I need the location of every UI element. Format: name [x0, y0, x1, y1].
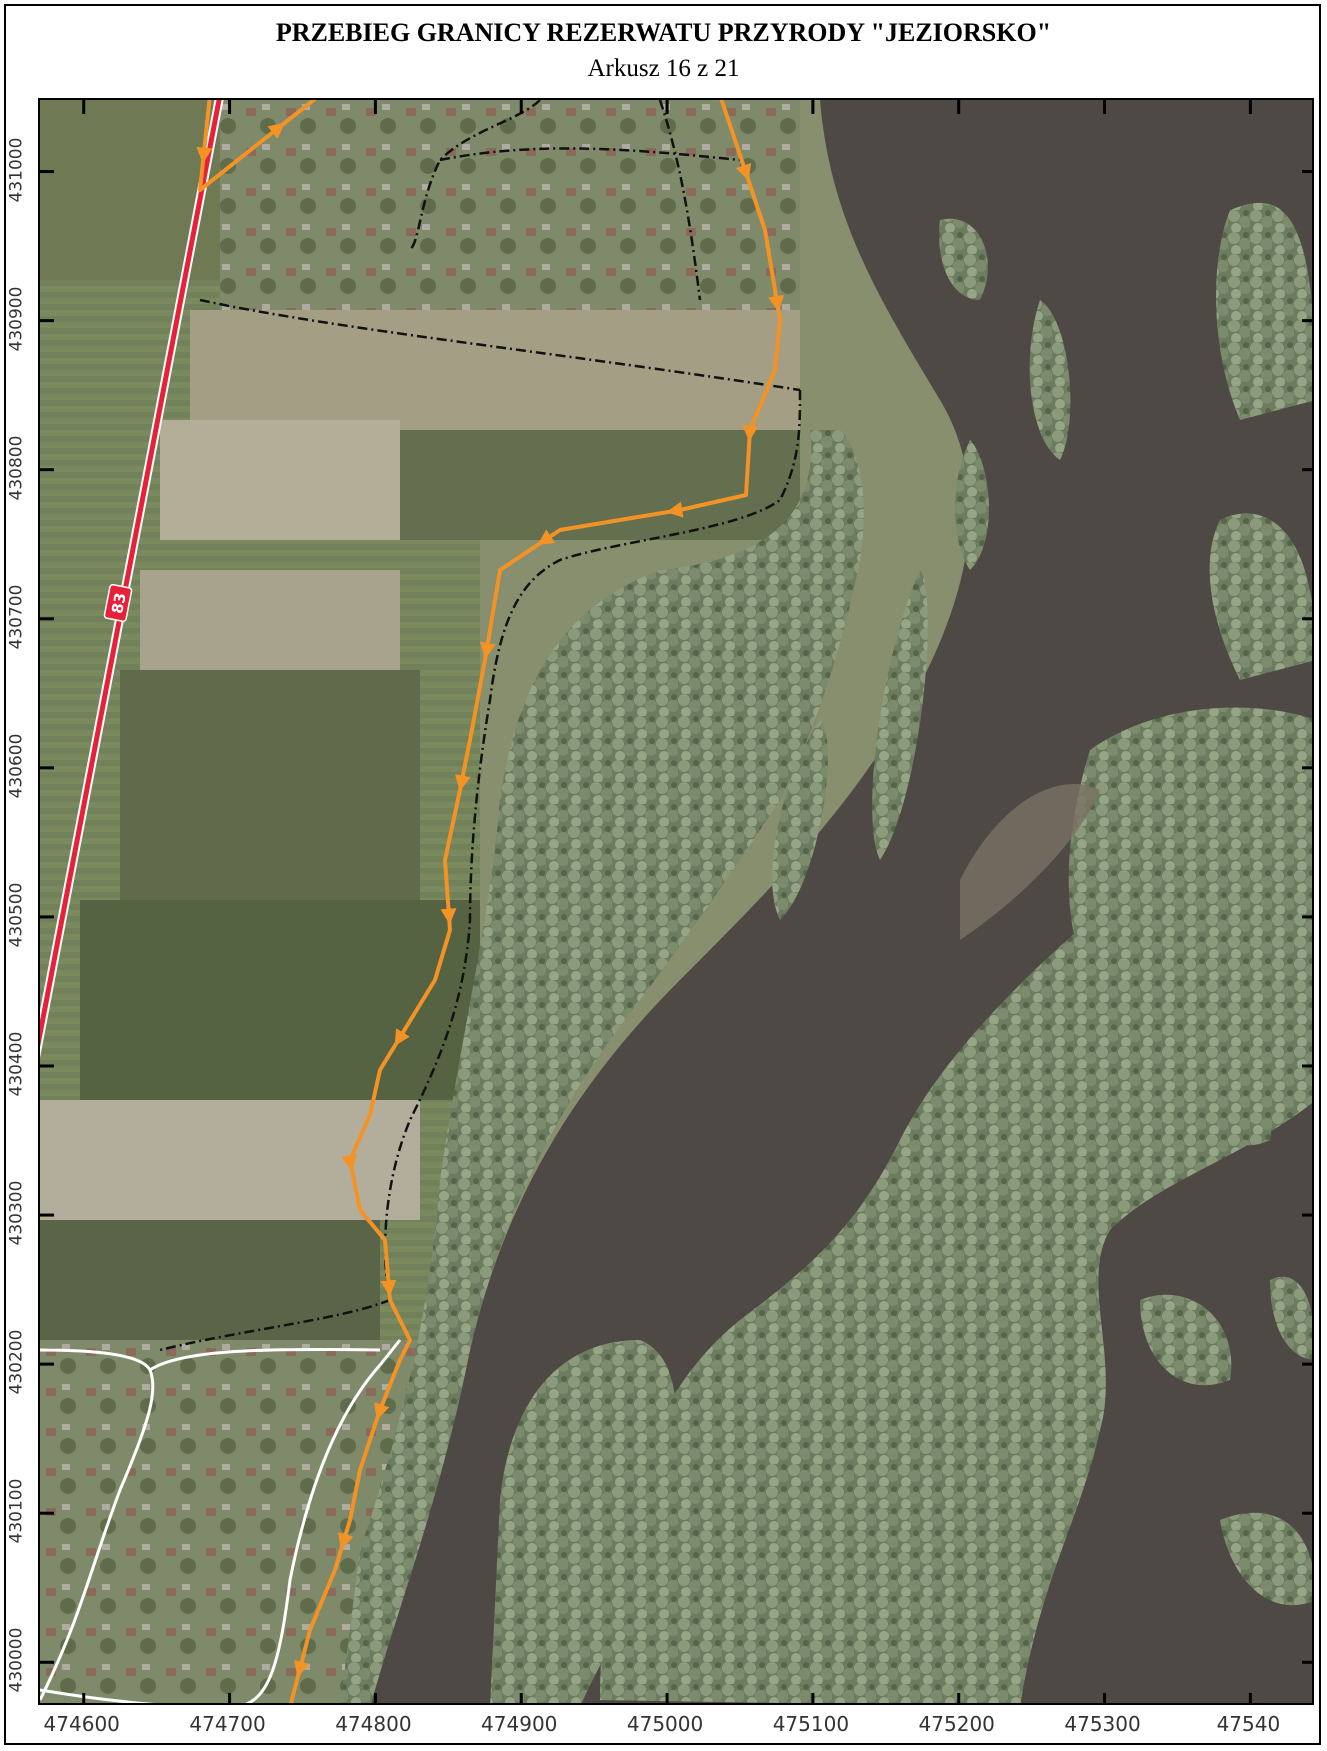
boundary-direction-arrow [380, 1279, 397, 1297]
svg-text:83: 83 [108, 591, 130, 615]
x-tick-label: 475300 [1064, 1712, 1141, 1736]
reserve-boundary[interactable] [195, 100, 787, 1705]
boundary-direction-arrow [394, 1028, 410, 1047]
map-title: PRZEBIEG GRANICY REZERWATU PRZYRODY "JEZ… [275, 18, 1052, 47]
y-tick-label: 431000 [6, 137, 27, 202]
sheet-number: Arkusz 16 z 21 [587, 55, 740, 82]
x-tick-label: 47540 [1216, 1712, 1281, 1736]
boundary-direction-arrow [374, 1402, 390, 1420]
y-tick-label: 430700 [6, 584, 27, 650]
boundary-direction-arrow [479, 641, 496, 659]
boundary-direction-arrow [537, 529, 556, 546]
y-tick-label: 430400 [6, 1031, 27, 1097]
y-tick-label: 430300 [6, 1180, 27, 1246]
y-tick-label: 430100 [6, 1478, 27, 1544]
grid-tick-marks [40, 100, 1312, 1703]
boundary-direction-arrow [666, 501, 684, 518]
y-tick-label: 430000 [6, 1627, 27, 1693]
boundary-direction-arrow [455, 774, 471, 792]
boundary-direction-arrow [440, 908, 457, 925]
y-tick-label: 430500 [6, 882, 27, 948]
x-tick-label: 474600 [43, 1712, 120, 1736]
y-tick-label: 430900 [6, 286, 27, 352]
boundary-direction-arrow [196, 146, 213, 164]
boundary-direction-arrow [742, 425, 759, 442]
y-tick-label: 430200 [6, 1329, 27, 1395]
x-tick-label: 475000 [626, 1712, 704, 1736]
parcel-boundary-lines [159, 100, 802, 1352]
boundary-direction-arrow [341, 1154, 357, 1172]
map-area[interactable]: 83 [38, 98, 1314, 1705]
x-tick-label: 474800 [335, 1712, 412, 1736]
island-forest-southwest [490, 1340, 677, 1703]
x-tick-label: 474700 [189, 1712, 266, 1736]
x-tick-label: 475100 [772, 1712, 850, 1736]
sandbar [960, 784, 1100, 940]
boundary-direction-arrow [735, 163, 752, 181]
local-roads [40, 1339, 402, 1703]
boundary-direction-arrow [293, 1659, 310, 1678]
x-tick-label: 475200 [918, 1712, 995, 1736]
national-road-83 [40, 100, 224, 1058]
boundary-direction-arrow [337, 1532, 354, 1550]
road-shield-83: 83 [103, 583, 133, 623]
boundary-direction-arrow [267, 122, 286, 139]
x-tick-label: 474900 [481, 1712, 558, 1736]
y-tick-label: 430800 [6, 435, 27, 501]
river-islands [697, 202, 1312, 1606]
y-tick-label: 430600 [6, 733, 27, 799]
orthophoto-map[interactable]: 83 [40, 100, 1314, 1705]
